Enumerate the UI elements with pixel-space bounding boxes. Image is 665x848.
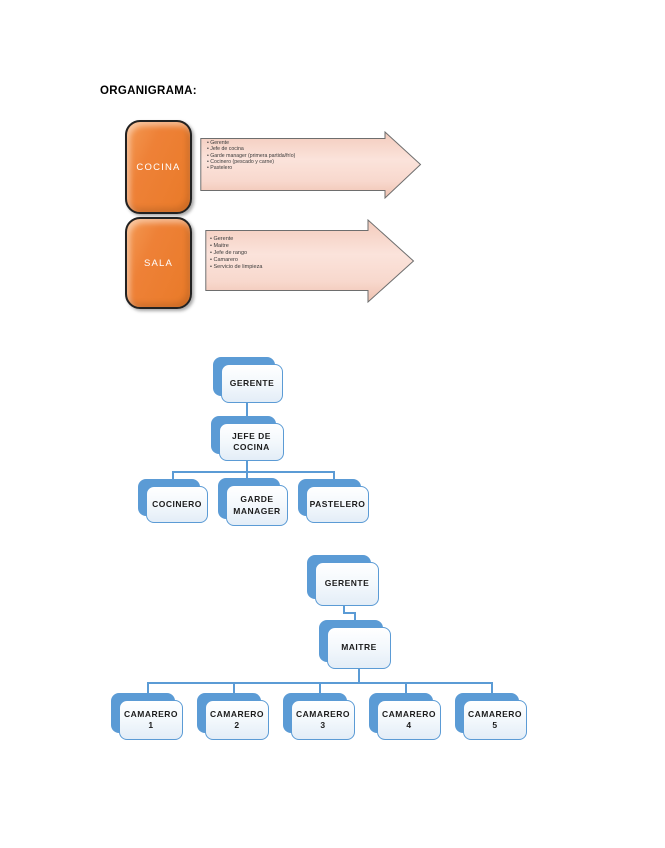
connector	[172, 471, 334, 473]
node-label: CAMARERO 2	[205, 700, 269, 740]
node-label: GERENTE	[221, 364, 283, 403]
org-node-cocinero: COCINERO	[138, 479, 208, 523]
list-item: Camarero	[210, 257, 380, 264]
sala-label-box: SALA	[125, 217, 192, 309]
org-node-camarero-1: CAMARERO 1	[111, 693, 183, 740]
list-item: Jefe de cocina	[207, 146, 387, 152]
org-node-maitre: MAITRE	[319, 620, 391, 669]
org-node-pastelero: PASTELERO	[298, 479, 369, 523]
org-node-gerente-kitchen: GERENTE	[213, 357, 283, 403]
list-item: Gerente	[210, 236, 380, 243]
node-label: CAMARERO 5	[463, 700, 527, 740]
cocina-roles-list: Gerente Jefe de cocina Garde manager (pr…	[207, 140, 387, 171]
org-node-jefe-de-cocina: JEFE DE COCINA	[211, 416, 284, 461]
org-node-camarero-3: CAMARERO 3	[283, 693, 355, 740]
cocina-label: COCINA	[136, 161, 181, 173]
node-label: CAMARERO 4	[377, 700, 441, 740]
page-title: ORGANIGRAMA:	[100, 85, 197, 97]
connector	[246, 471, 248, 480]
connector	[343, 612, 356, 614]
org-node-camarero-5: CAMARERO 5	[455, 693, 527, 740]
list-item: Maitre	[210, 243, 380, 250]
org-node-gerente-dining: GERENTE	[307, 555, 379, 606]
connector	[246, 403, 248, 423]
connector	[333, 471, 335, 480]
node-label: JEFE DE COCINA	[219, 423, 284, 461]
list-item: Pastelero	[207, 165, 387, 171]
sala-roles-list: Gerente Maitre Jefe de rango Camarero Se…	[210, 236, 380, 271]
list-item: Cocinero (pescado y carne)	[207, 159, 387, 165]
list-item: Jefe de rango	[210, 250, 380, 257]
node-label: MAITRE	[327, 627, 391, 669]
list-item: Garde manager (primera partida/frío)	[207, 153, 387, 159]
node-label: COCINERO	[146, 486, 208, 523]
connector	[343, 606, 345, 613]
connector	[246, 461, 248, 471]
list-item: Servicio de limpieza	[210, 264, 380, 271]
connector	[405, 682, 407, 693]
org-node-garde-manager: GARDE MANAGER	[218, 478, 288, 526]
org-node-camarero-2: CAMARERO 2	[197, 693, 269, 740]
connector	[319, 682, 321, 693]
node-label: GERENTE	[315, 562, 379, 606]
node-label: CAMARERO 3	[291, 700, 355, 740]
node-label: PASTELERO	[306, 486, 369, 523]
sala-label: SALA	[143, 257, 174, 269]
connector	[491, 682, 493, 693]
cocina-label-box: COCINA	[125, 120, 192, 214]
connector	[358, 669, 360, 682]
connector	[172, 471, 174, 480]
org-node-camarero-4: CAMARERO 4	[369, 693, 441, 740]
connector	[147, 682, 149, 693]
connector	[233, 682, 235, 693]
connector	[354, 612, 356, 627]
list-item: Gerente	[207, 140, 387, 146]
node-label: GARDE MANAGER	[226, 485, 288, 526]
node-label: CAMARERO 1	[119, 700, 183, 740]
